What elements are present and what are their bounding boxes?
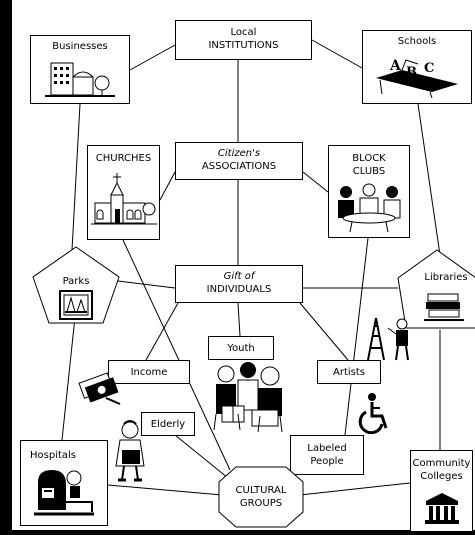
- hospitals-label: Hospitals: [30, 450, 77, 461]
- associations-label-line1: Citizen's: [217, 148, 261, 159]
- income-box: Income: [108, 360, 190, 384]
- parks-pentagon: [32, 246, 120, 324]
- cultural-groups-octagon: [218, 466, 304, 528]
- link-individuals-youth: [237, 302, 241, 337]
- link-churches-cultural: [122, 239, 231, 471]
- labeled-people-label-line1: Labeled: [307, 443, 347, 454]
- labeled-people-label-line2: People: [310, 456, 344, 467]
- youth-label: Youth: [227, 343, 255, 354]
- individuals-label-line2: INDIVIDUALS: [206, 284, 272, 295]
- businesses-label: Businesses: [52, 41, 108, 52]
- link-blockclubs-labeled: [344, 237, 369, 436]
- elderly-woman-icon: [115, 420, 145, 482]
- park-frame-icon: [59, 290, 93, 320]
- income-label: Income: [130, 367, 168, 378]
- office-building-icon: [45, 62, 115, 97]
- associations-box: Citizen's ASSOCIATIONS: [175, 142, 303, 180]
- svg-text:C: C: [424, 61, 434, 76]
- link-churches-associations: [159, 171, 176, 201]
- institutions-label-line1: Local: [230, 27, 257, 38]
- community-colleges-label-line2: Colleges: [420, 471, 463, 482]
- link-elderly-cultural: [174, 434, 229, 479]
- link-schools-libraries: [417, 103, 441, 256]
- associations-label-line2: ASSOCIATIONS: [201, 161, 277, 172]
- community-colleges-label-line1: Community: [412, 458, 471, 469]
- youth-group-icon: [213, 362, 283, 432]
- individuals-box: Gift of INDIVIDUALS: [175, 265, 303, 303]
- individuals-label-line1: Gift of: [223, 271, 255, 282]
- hospital-bed-icon: [34, 470, 94, 516]
- wheelchair-icon: [358, 393, 388, 434]
- college-building-icon: [424, 493, 459, 524]
- link-businesses-parks: [71, 103, 81, 251]
- cultural-groups-label-line1: CULTURAL: [235, 485, 287, 496]
- link-parks-hospitals: [61, 316, 76, 441]
- artists-box: Artists: [317, 360, 381, 384]
- svg-text:A: A: [389, 58, 402, 74]
- schools-label: Schools: [397, 36, 437, 47]
- link-businesses-institutions: [129, 44, 176, 71]
- block-clubs-box: BLOCK CLUBS: [328, 145, 410, 238]
- elderly-label: Elderly: [150, 419, 186, 430]
- link-individuals-artists: [299, 302, 349, 361]
- money-icon: [78, 372, 121, 405]
- link-parks-individuals: [109, 279, 176, 289]
- books-stack-icon: [424, 293, 464, 321]
- businesses-box: Businesses: [30, 35, 130, 104]
- cultural-groups-label: CULTURAL GROUPS: [224, 484, 298, 510]
- cultural-groups-label-line2: GROUPS: [239, 498, 283, 509]
- link-cultural-colleges: [299, 482, 411, 496]
- libraries-label: Libraries: [424, 272, 468, 283]
- institutions-box: Local INSTITUTIONS: [175, 20, 312, 60]
- churches-box: CHURCHES: [87, 145, 160, 240]
- link-hospitals-cultural: [107, 484, 223, 496]
- schools-box: Schools A B C: [362, 30, 472, 104]
- labeled-people-box: Labeled People: [290, 435, 364, 475]
- link-individuals-income: [145, 302, 179, 361]
- block-clubs-label-line1: BLOCK: [352, 153, 386, 164]
- youth-box: Youth: [208, 336, 274, 360]
- hospitals-box: Hospitals: [20, 440, 108, 526]
- block-clubs-label-line2: CLUBS: [352, 166, 386, 177]
- institutions-label-line2: INSTITUTIONS: [208, 40, 279, 51]
- artists-label: Artists: [333, 367, 365, 378]
- elderly-box: Elderly: [141, 412, 195, 436]
- meeting-people-icon: [338, 183, 401, 232]
- parks-label: Parks: [62, 276, 90, 287]
- school-desk-abc-icon: A B C: [376, 58, 458, 98]
- link-associations-blockclubs: [302, 171, 329, 193]
- link-institutions-schools: [311, 39, 363, 69]
- church-icon: [90, 173, 157, 225]
- ladder-artist-icon: [367, 317, 409, 361]
- churches-label: CHURCHES: [95, 153, 152, 164]
- community-colleges-box: Community Colleges: [410, 450, 473, 532]
